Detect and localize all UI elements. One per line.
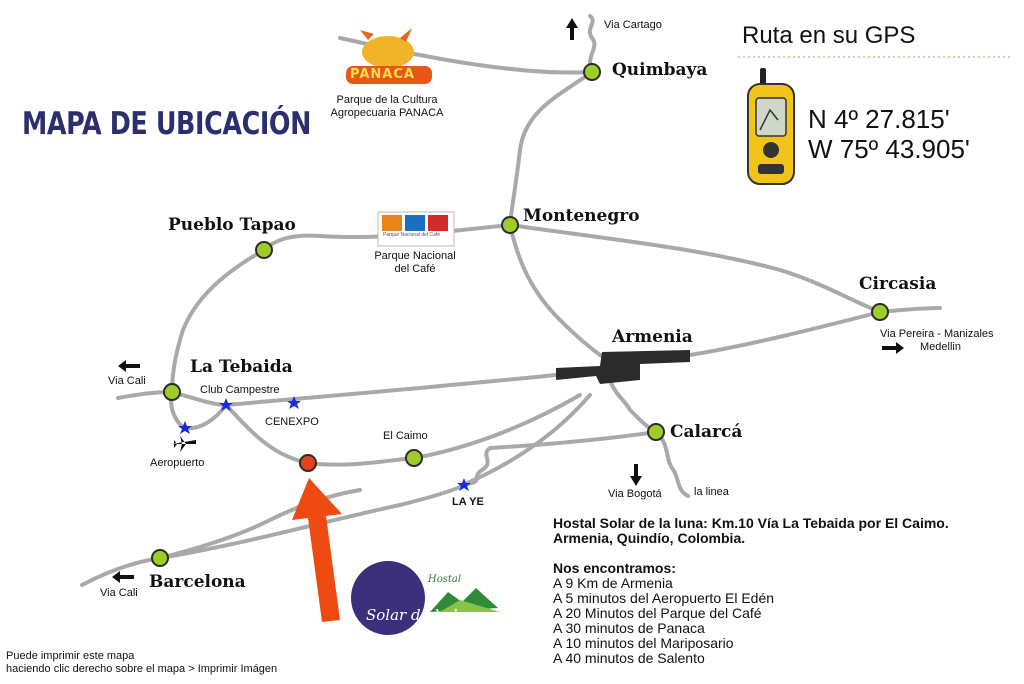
road-to-cartago — [587, 14, 597, 74]
label-via-cali-bottom: Via Cali — [100, 587, 138, 599]
label-la-linea: la linea — [694, 486, 729, 498]
town-dot-pueblo-tapao — [255, 241, 273, 259]
distance-item: A 40 minutos de Salento — [553, 650, 705, 666]
label-panaca-line1: Parque de la Cultura — [336, 94, 438, 106]
label-cafe-line1: Parque Nacional — [374, 250, 456, 262]
road-montenegro-armenia — [508, 223, 612, 364]
road-circasia-east — [878, 306, 942, 314]
airplane-icon — [172, 436, 196, 452]
panaca-logo — [346, 28, 432, 84]
label-quimbaya: Quimbaya — [612, 60, 708, 80]
label-la-ye: LA YE — [452, 496, 484, 508]
label-montenegro: Montenegro — [523, 206, 640, 226]
star-club-campestre — [219, 398, 233, 411]
arrow-down-icon — [630, 464, 642, 486]
road-airport — [169, 390, 228, 431]
road-quimbaya-montenegro — [508, 70, 594, 227]
label-calarca: Calarcá — [670, 422, 743, 442]
road-el-caimo — [224, 393, 582, 467]
label-via-pereira-line2: Medellin — [920, 341, 961, 353]
info-block: Hostal Solar de la luna: Km.10 Vía La Te… — [553, 516, 949, 666]
label-via-bogota: Via Bogotá — [608, 488, 662, 500]
arrow-right-icon-pereira — [882, 342, 904, 354]
address-line-2: Armenia, Quindío, Colombia. — [553, 530, 746, 546]
print-note-line1: Puede imprimir este mapa — [6, 650, 135, 662]
distance-item: A 20 Minutos del Parque del Café — [553, 605, 762, 621]
gps-latitude: N 4º 27.815' — [808, 104, 950, 134]
road-montenegro-circasia — [508, 223, 882, 314]
road-armenia-circasia — [688, 310, 882, 357]
label-pueblo-tapao: Pueblo Tapao — [168, 215, 296, 235]
town-dot-calarca — [647, 423, 665, 441]
road-tebaida-armenia — [170, 373, 557, 407]
road-quimbaya-west — [338, 36, 594, 75]
armenia-city-block — [556, 350, 690, 384]
distance-item: A 5 minutos del Aeropuerto El Edén — [553, 590, 775, 606]
road-barcelona — [80, 393, 592, 587]
label-via-cartago: Via Cartago — [604, 19, 662, 31]
road-armenia-calarca — [608, 378, 658, 434]
town-dot-el-caimo — [405, 449, 423, 467]
label-cenexpo: CENEXPO — [265, 416, 319, 428]
destination-arrow — [292, 478, 342, 622]
distance-item: A 9 Km de Armenia — [553, 575, 673, 591]
arrow-left-icon-top — [118, 360, 140, 372]
distance-item: A 10 minutos del Mariposario — [553, 635, 734, 651]
label-armenia: Armenia — [612, 327, 693, 347]
hostal-logo — [351, 561, 500, 635]
town-dot-quimbaya — [583, 63, 601, 81]
hostal-logo-name: Solar de la luna — [366, 606, 486, 624]
cafe-logo-text: Parque Nacional del Café — [383, 232, 440, 238]
label-via-cali-top: Via Cali — [108, 375, 146, 387]
gps-longitude: W 75º 43.905' — [808, 134, 970, 164]
label-via-pereira-line1: Via Pereira - Manizales — [880, 328, 994, 340]
town-dot-barcelona — [151, 549, 169, 567]
road-la-linea — [654, 430, 690, 498]
destination-dot — [299, 454, 317, 472]
label-cafe-line2: del Café — [394, 263, 436, 275]
gps-device-icon — [747, 68, 795, 185]
info-heading: Nos encontramos: — [553, 560, 676, 576]
panaca-logo-text: PANACA — [350, 67, 415, 82]
label-circasia: Circasia — [859, 274, 937, 294]
label-la-tebaida: La Tebaida — [190, 357, 293, 377]
print-note-line2: haciendo clic derecho sobre el mapa > Im… — [6, 663, 278, 675]
print-note: Puede imprimir este mapa haciendo clic d… — [6, 650, 277, 676]
town-dot-circasia — [871, 303, 889, 321]
arrow-up-icon — [566, 18, 578, 40]
star-la-ye — [457, 478, 471, 491]
star-cenexpo — [287, 396, 301, 409]
map-title: MAPA DE UBICACIÓN — [22, 106, 311, 142]
label-panaca-line2: Agropecuaria PANACA — [330, 107, 444, 119]
address-line-1: Hostal Solar de la luna: Km.10 Vía La Te… — [553, 515, 949, 531]
parque-cafe-logo — [377, 211, 455, 247]
town-dot-montenegro — [501, 216, 519, 234]
town-dot-la-tebaida — [163, 383, 181, 401]
star-aeropuerto — [178, 421, 192, 434]
label-barcelona: Barcelona — [149, 572, 246, 592]
hostal-logo-script: Hostal — [428, 574, 462, 585]
distance-item: A 30 minutos de Panaca — [553, 620, 705, 636]
arrow-left-icon-bottom — [112, 571, 134, 583]
road-calarca-ye — [463, 430, 658, 486]
gps-title: Ruta en su GPS — [742, 22, 916, 49]
label-club-campestre: Club Campestre — [200, 384, 280, 396]
label-el-caimo: El Caimo — [383, 430, 428, 442]
label-aeropuerto: Aeropuerto — [150, 457, 205, 469]
road-barcelona-east — [158, 488, 362, 560]
